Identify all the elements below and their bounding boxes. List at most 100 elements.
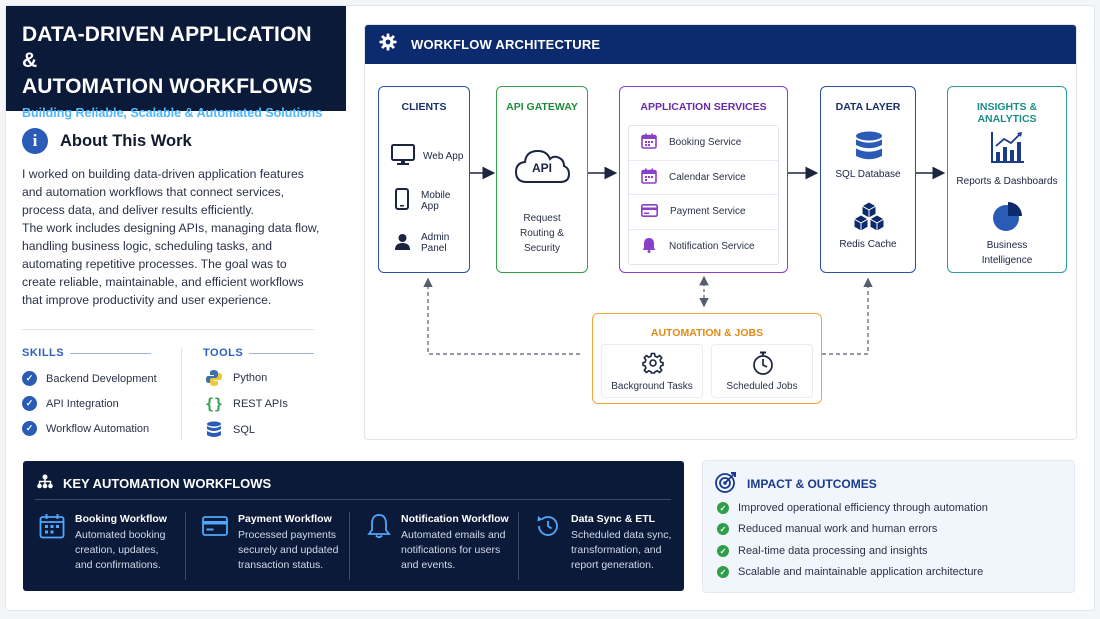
divider	[349, 512, 350, 580]
client-item: Admin Panel	[391, 232, 469, 254]
calendar-icon	[641, 168, 657, 187]
architecture-title: WORKFLOW ARCHITECTURE	[411, 37, 601, 52]
data-layer-item: SQL Database	[835, 169, 901, 180]
service-item: Calendar Service	[629, 161, 778, 195]
service-label: Notification Service	[669, 241, 755, 253]
data-layer-heading: DATA LAYER	[835, 101, 901, 113]
gear-icon	[379, 33, 397, 56]
divider	[35, 499, 671, 500]
card-icon	[641, 203, 658, 220]
impact-item: ✓ Improved operational efficiency throug…	[717, 502, 988, 514]
client-label: Mobile App	[421, 189, 451, 212]
tool-item: SQL	[205, 421, 255, 439]
workflow-description: Automated booking creation, updates, and…	[75, 528, 167, 573]
skill-item: ✓ API Integration	[22, 396, 119, 411]
braces-icon: {}	[204, 395, 224, 413]
tool-label: REST APIs	[233, 398, 288, 410]
skill-label: Backend Development	[46, 372, 157, 385]
database-icon	[854, 131, 884, 168]
impact-label: Reduced manual work and human errors	[738, 523, 938, 535]
page-title-line1: DATA-DRIVEN APPLICATION &	[22, 23, 312, 72]
check-icon: ✓	[717, 545, 729, 557]
workflow-desc-line: Processed payments	[238, 529, 337, 541]
gateway-description: Request Routing & Security	[497, 211, 587, 256]
divider	[518, 512, 519, 580]
gateway-desc-line: Request	[523, 213, 561, 224]
check-icon: ✓	[717, 502, 729, 514]
impact-panel: IMPACT & OUTCOMES ✓ Improved operational…	[702, 460, 1075, 593]
cloud-icon: API	[513, 144, 571, 186]
divider	[185, 512, 186, 580]
calendar-icon	[641, 133, 657, 152]
calendar-icon	[39, 513, 65, 573]
tool-item: {} REST APIs	[205, 395, 288, 413]
workflow-item: Payment Workflow Processed payments secu…	[202, 513, 338, 573]
sync-icon	[535, 513, 561, 573]
target-icon	[715, 471, 737, 496]
workflow-description: Scheduled data sync, transformation, and…	[571, 528, 671, 573]
client-item: Web App	[391, 144, 463, 169]
workflow-desc-line: and events.	[401, 559, 456, 571]
skill-label: API Integration	[46, 397, 119, 410]
key-workflows-panel: KEY AUTOMATION WORKFLOWS Booking Workflo…	[23, 461, 684, 591]
skills-tools-divider	[181, 348, 182, 440]
job-card: Background Tasks	[601, 344, 703, 398]
service-item: Payment Service	[629, 195, 778, 230]
gear-icon	[642, 352, 664, 377]
cubes-icon	[852, 201, 886, 240]
impact-label: Scalable and maintainable application ar…	[738, 566, 984, 578]
insights-heading: INSIGHTS & ANALYTICS	[976, 101, 1038, 125]
bell-icon	[641, 237, 657, 256]
workflow-title: Booking Workflow	[75, 513, 167, 525]
client-label: Web App	[423, 151, 464, 162]
phone-icon	[395, 188, 409, 213]
monitor-icon	[391, 144, 415, 169]
job-label: Background Tasks	[611, 381, 693, 392]
page-title-line2: AUTOMATION WORKFLOWS	[22, 75, 313, 98]
key-workflows-title: KEY AUTOMATION WORKFLOWS	[63, 475, 272, 491]
check-icon: ✓	[717, 523, 729, 535]
impact-item: ✓ Reduced manual work and human errors	[717, 523, 937, 535]
tool-label: SQL	[233, 424, 256, 436]
insights-box: INSIGHTS & ANALYTICS Reports & Dashboard…	[947, 86, 1067, 273]
workflow-desc-line: securely and updated	[238, 544, 339, 556]
impact-item: ✓ Scalable and maintainable application …	[717, 566, 983, 578]
service-list: Booking Service Calendar Service Payment…	[628, 125, 779, 265]
workflow-item: Data Sync & ETL Scheduled data sync, tra…	[535, 513, 671, 573]
insights-item: Business	[986, 240, 1028, 251]
workflow-desc-line: report generation.	[571, 559, 654, 571]
clients-heading: CLIENTS	[401, 101, 447, 113]
about-text: I worked on building data-driven applica…	[22, 165, 322, 309]
check-icon: ✓	[717, 566, 729, 578]
service-item: Booking Service	[629, 126, 778, 161]
workflow-description: Processed payments securely and updated …	[238, 528, 338, 573]
workflow-title: Notification Workflow	[401, 513, 509, 525]
tools-heading: TOOLS	[203, 347, 315, 359]
clock-icon	[752, 351, 774, 378]
client-label: Admin Panel	[421, 232, 450, 254]
title-block: DATA-DRIVEN APPLICATION & AUTOMATION WOR…	[6, 6, 346, 120]
job-label: Scheduled Jobs	[726, 381, 798, 392]
sitemap-icon	[37, 474, 53, 492]
data-layer-item: Redis Cache	[839, 239, 897, 250]
pie-chart-icon	[991, 201, 1023, 238]
app-services-heading: APPLICATION SERVICES	[640, 101, 767, 113]
api-badge: API	[531, 161, 552, 175]
bell-icon	[367, 513, 391, 573]
workflow-desc-line: notifications for users	[401, 544, 501, 556]
clients-box: CLIENTS Web App Mobile App Admin Panel	[378, 86, 470, 273]
bar-chart-icon	[990, 130, 1026, 169]
workflow-desc-line: Scheduled data sync,	[571, 529, 672, 541]
insights-item: Reports & Dashboards	[956, 176, 1058, 187]
automation-box: AUTOMATION & JOBS Background Tasks Sched…	[592, 313, 822, 404]
impact-header: IMPACT & OUTCOMES	[715, 471, 877, 496]
skill-label: Workflow Automation	[46, 422, 150, 435]
workflow-item: Notification Workflow Automated emails a…	[367, 513, 509, 573]
client-item: Mobile App	[391, 188, 469, 213]
workflow-desc-line: creation, updates,	[75, 544, 159, 556]
impact-label: Real-time data processing and insights	[738, 545, 928, 557]
impact-title: IMPACT & OUTCOMES	[747, 476, 877, 491]
service-label: Calendar Service	[669, 171, 746, 183]
database-icon	[205, 421, 223, 439]
check-icon: ✓	[22, 371, 37, 386]
